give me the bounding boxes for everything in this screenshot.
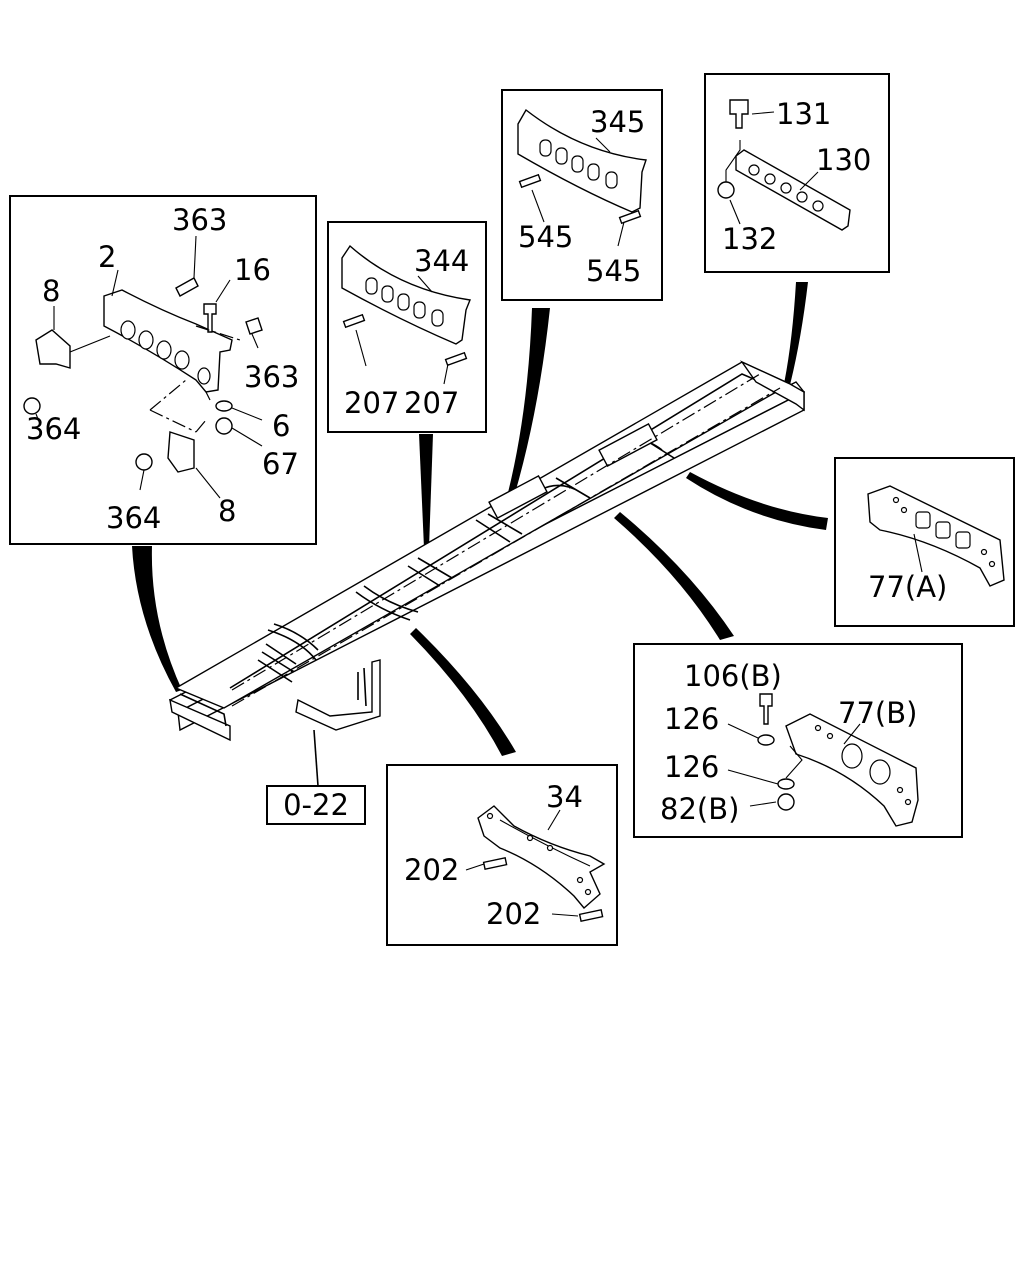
callout-label: 344	[414, 244, 469, 278]
callout-box-6: 106(B) 77(B) 126 126 82(B)	[633, 643, 963, 838]
callout-label: 106(B)	[684, 659, 782, 693]
callout-label: 363	[244, 360, 299, 394]
callout-label: 82(B)	[660, 792, 739, 826]
chassis-frame	[168, 360, 806, 787]
callout-label: 16	[234, 253, 271, 287]
reference-box: 0-22	[266, 785, 366, 825]
callout-box-3: 345 545 545	[501, 89, 663, 301]
callout-label: 126	[664, 702, 719, 736]
callout-box-7: 34 202 202	[386, 764, 618, 946]
callout-label: 364	[106, 501, 161, 535]
callout-label: 67	[262, 447, 299, 481]
callout-label: 132	[722, 222, 777, 256]
callout-label: 202	[486, 897, 541, 931]
callout-label: 34	[546, 780, 583, 814]
callout-box-1: 363 2 16 8 363 364 6 67 364 8	[9, 195, 317, 545]
callout-label: 8	[42, 274, 60, 308]
callout-label: 6	[272, 409, 290, 443]
callout-label: 364	[26, 412, 81, 446]
callout-box-4: 131 130 132	[704, 73, 890, 273]
leader-wedges	[132, 282, 828, 756]
callout-label: 363	[172, 203, 227, 237]
callout-label: 77(B)	[838, 696, 917, 730]
callout-label: 77(A)	[868, 570, 947, 604]
callout-box-5: 77(A)	[834, 457, 1015, 627]
callout-label: 130	[816, 143, 871, 177]
callout-label: 202	[404, 853, 459, 887]
callout-label: 207	[404, 386, 459, 420]
callout-label: 545	[586, 254, 641, 288]
callout-label: 345	[590, 105, 645, 139]
callout-label: 126	[664, 750, 719, 784]
callout-box-2: 344 207 207	[327, 221, 487, 433]
callout-label: 2	[98, 240, 116, 274]
reference-label: 0-22	[283, 788, 349, 822]
callout-label: 545	[518, 220, 573, 254]
callout-label: 207	[344, 386, 399, 420]
callout-label: 8	[218, 494, 236, 528]
callout-label: 131	[776, 97, 831, 131]
